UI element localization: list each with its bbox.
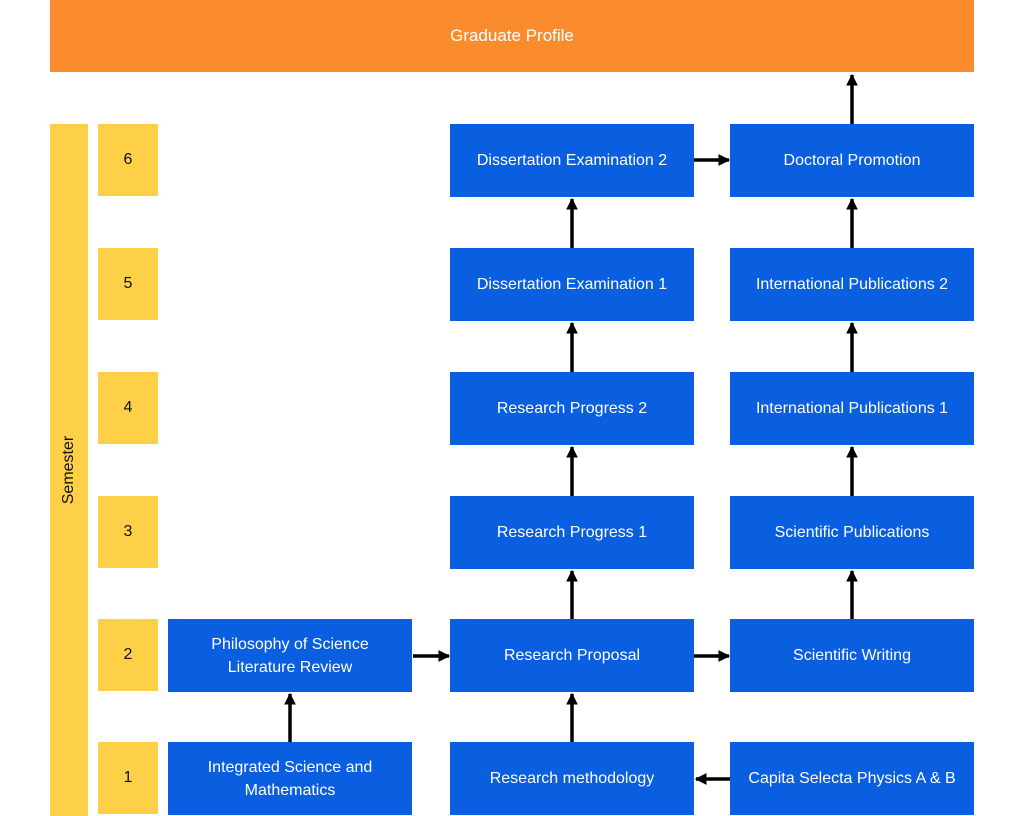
box-dissertation-exam-2: Dissertation Examination 2 [450,124,694,197]
box-research-progress-2: Research Progress 2 [450,372,694,445]
box-research-proposal: Research Proposal [450,619,694,692]
box-doctoral-promotion: Doctoral Promotion [730,124,974,197]
semester-1: 1 [98,742,158,814]
semester-2: 2 [98,619,158,691]
box-research-progress-1: Research Progress 1 [450,496,694,569]
semester-3: 3 [98,496,158,568]
semester-5: 5 [98,248,158,320]
box-philosophy-of-science: Philosophy of Science Literature Review [168,619,412,692]
box-intl-publications-1: International Publications 1 [730,372,974,445]
box-dissertation-exam-1: Dissertation Examination 1 [450,248,694,321]
box-research-methodology: Research methodology [450,742,694,815]
graduate-profile-header: Graduate Profile [50,0,974,72]
box-scientific-publications: Scientific Publications [730,496,974,569]
semester-6: 6 [98,124,158,196]
semester-bar: Semester [50,124,88,816]
box-integrated-science: Integrated Science and Mathematics [168,742,412,815]
box-capita-selecta: Capita Selecta Physics A & B [730,742,974,815]
box-intl-publications-2: International Publications 2 [730,248,974,321]
semester-4: 4 [98,372,158,444]
graduate-profile-label: Graduate Profile [450,26,574,45]
box-scientific-writing: Scientific Writing [730,619,974,692]
